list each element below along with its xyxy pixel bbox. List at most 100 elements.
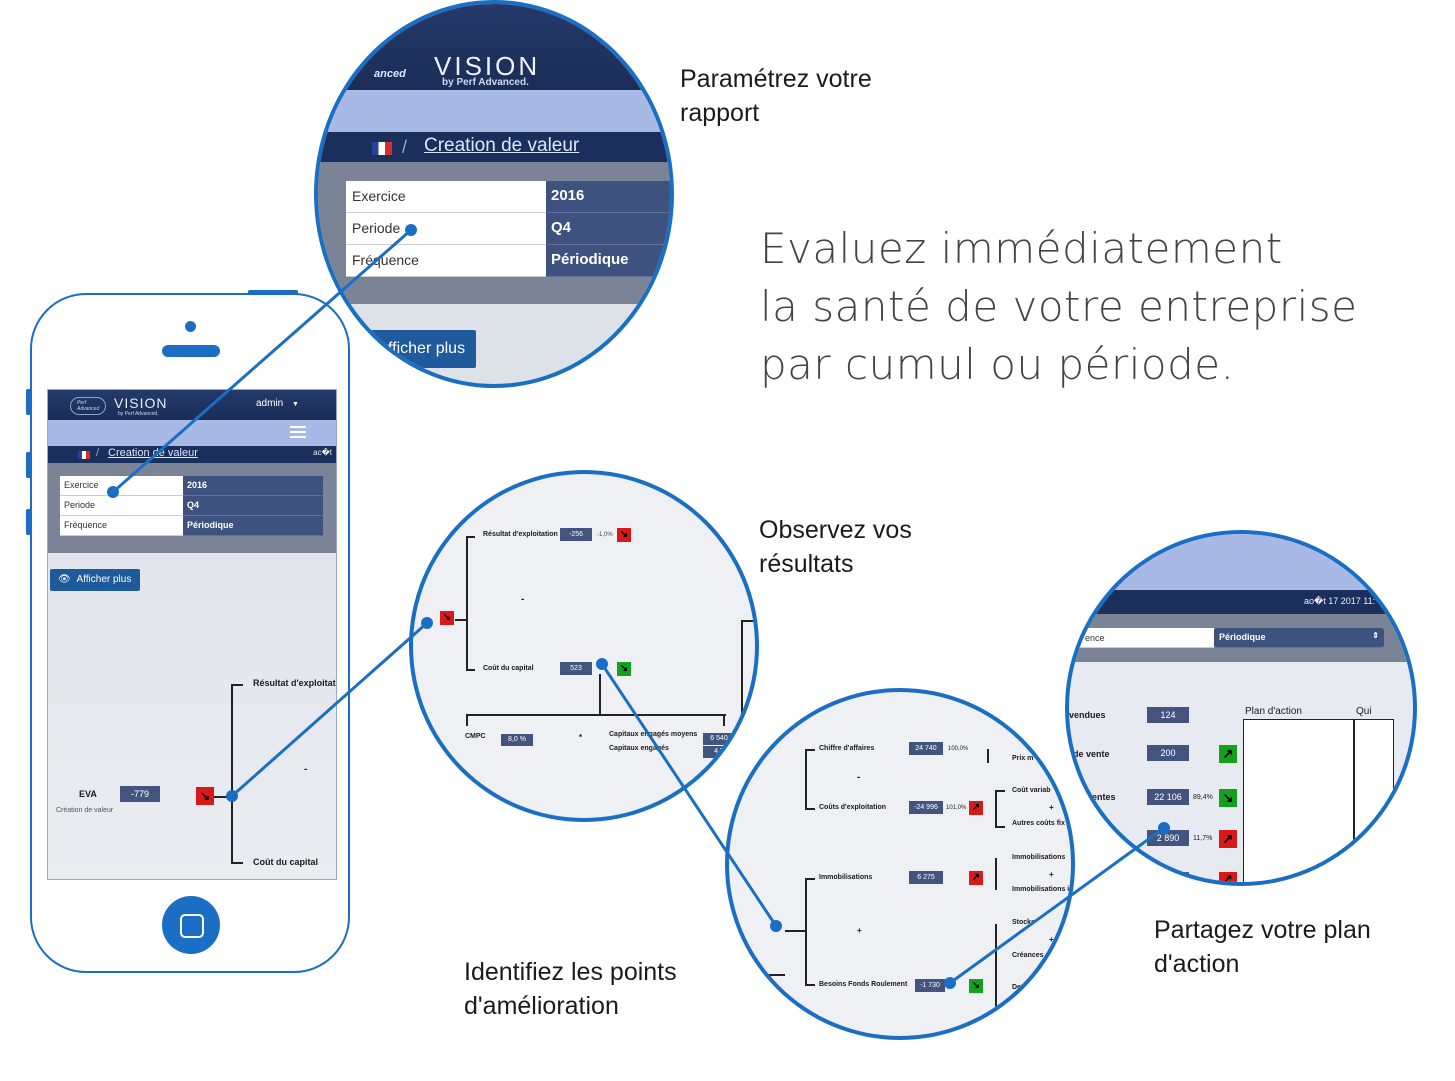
i-tree-ce-a bbox=[995, 790, 1005, 792]
app-menubar bbox=[48, 420, 336, 446]
r-tree-v2 bbox=[599, 674, 601, 714]
i-plus-3: + bbox=[857, 926, 862, 935]
zoom-param-value-frequence[interactable]: Périodique bbox=[546, 245, 670, 277]
zoom-param-label-periode: Periode bbox=[346, 213, 546, 245]
zoom-vision-logo: VISION bbox=[434, 51, 541, 81]
r-resultat-label: Résultat d'exploitation bbox=[483, 531, 558, 538]
s-row-5-value bbox=[1147, 872, 1189, 882]
s-qui-textarea[interactable] bbox=[1354, 719, 1394, 882]
s-plan-label: Plan d'action bbox=[1245, 706, 1302, 717]
param-value-periode[interactable]: Q4 bbox=[183, 496, 323, 516]
vision-tagline: by Perf Advanced. bbox=[118, 411, 159, 417]
i-ca-label: Chiffre d'affaires bbox=[819, 745, 875, 752]
s-row-5-arrow-icon[interactable]: ↗ bbox=[1219, 872, 1237, 882]
node-minus: - bbox=[304, 764, 308, 775]
i-immo-arrow-icon[interactable]: ↗ bbox=[969, 871, 983, 885]
zoom-breadcrumb-bar: / Creation de valeur bbox=[318, 132, 670, 162]
user-name: admin bbox=[256, 398, 284, 409]
i-stocks-label: Stocks bbox=[1012, 919, 1035, 926]
r-cout-arrow-icon[interactable]: ↘ bbox=[617, 662, 631, 676]
zoom-param-value-periode[interactable]: Q4 bbox=[546, 213, 670, 245]
param-value-frequence[interactable]: Périodique bbox=[183, 516, 323, 536]
s-row-1-label: vendues bbox=[1069, 710, 1106, 720]
r-tree-v3 bbox=[466, 714, 468, 726]
r-resultat-pct: -1,0% bbox=[597, 532, 613, 538]
zoom-breadcrumb-link[interactable]: Creation de valeur bbox=[424, 135, 580, 156]
hamburger-menu-icon[interactable] bbox=[290, 426, 306, 438]
r-cmpc-value: 8,0 % bbox=[501, 734, 533, 746]
tree-connector-h bbox=[214, 796, 232, 798]
r-tree-top bbox=[466, 536, 475, 538]
headline-line-3: par cumul ou période. bbox=[760, 340, 1235, 389]
i-tree-left-h bbox=[769, 974, 785, 976]
r-resultat-arrow-icon[interactable]: ↘ bbox=[617, 528, 631, 542]
i-immo-r2: Immobilisations i bbox=[1012, 886, 1070, 893]
s-row-2-label: de vente bbox=[1073, 749, 1110, 759]
i-ca-value: 24 740 bbox=[909, 742, 943, 755]
phone-volume-down bbox=[26, 509, 31, 535]
show-more-label: Afficher plus bbox=[76, 574, 132, 585]
param-label-frequence: Fréquence bbox=[60, 516, 183, 536]
s-row-4-pct: 11,7% bbox=[1193, 835, 1213, 842]
r-resultat-value: -256 bbox=[560, 528, 592, 541]
zoom-breadcrumb-separator: / bbox=[402, 137, 408, 157]
caret-down-icon: ▼ bbox=[292, 401, 299, 408]
s-row-3-arrow-icon[interactable]: ↘ bbox=[1219, 789, 1237, 807]
i-immo-label: Immobilisations bbox=[819, 874, 873, 881]
s-menubar bbox=[1069, 534, 1413, 590]
zoom-param-value-exercice[interactable]: 2016 bbox=[546, 181, 670, 213]
phone-volume-up bbox=[26, 452, 31, 478]
logo-advanced: Advanced bbox=[77, 406, 100, 412]
r-tree-bottom bbox=[466, 669, 475, 671]
phone-mute-switch bbox=[26, 389, 31, 415]
s-row-4-arrow-icon[interactable]: ↗ bbox=[1219, 830, 1237, 848]
tree-connector-top bbox=[231, 684, 243, 686]
i-ce-label: Coûts d'exploitation bbox=[819, 804, 886, 811]
r-minus: - bbox=[521, 594, 525, 605]
r-tree-v bbox=[466, 536, 468, 670]
r-tree-stem bbox=[455, 619, 467, 621]
i-tree-mid-v bbox=[805, 878, 807, 986]
r-times: * bbox=[579, 733, 583, 742]
i-bfr-value: -1 730 bbox=[915, 979, 945, 992]
trend-down-arrow-icon[interactable]: ↘ bbox=[196, 787, 214, 805]
phone-camera bbox=[185, 321, 196, 332]
i-tree-v-top bbox=[805, 749, 807, 809]
tree-connector-bottom bbox=[231, 862, 243, 864]
s-row-2-arrow-icon[interactable]: ↗ bbox=[1219, 745, 1237, 763]
i-bfr-arrow-icon[interactable]: ↘ bbox=[969, 979, 983, 993]
r-capitaux-moyens-label: Capitaux engagés moyens bbox=[609, 731, 698, 738]
eye-icon: 👁 bbox=[58, 574, 71, 585]
phone-home-button[interactable] bbox=[162, 896, 220, 954]
node-resultat-exploitation: Résultat d'exploitat bbox=[253, 678, 336, 688]
i-tree-mid-a bbox=[805, 878, 815, 880]
r-tree-h2 bbox=[466, 714, 726, 716]
headline: Evaluez immédiatement la santé de votre … bbox=[760, 220, 1440, 394]
headline-line-1: Evaluez immédiatement bbox=[760, 224, 1283, 273]
user-menu[interactable]: admin ▼ bbox=[256, 398, 299, 409]
headline-line-2: la santé de votre entreprise bbox=[760, 282, 1358, 331]
zoom-show-more-button[interactable]: fficher plus bbox=[358, 330, 476, 368]
param-label-periode: Periode bbox=[60, 496, 183, 516]
s-freq-select[interactable]: Périodique ⇕ bbox=[1214, 628, 1384, 648]
r-cmpc-label: CMPC bbox=[465, 733, 486, 740]
i-tree-ce-v bbox=[995, 790, 997, 828]
i-ce-arrow-icon[interactable]: ↗ bbox=[969, 801, 983, 815]
show-more-button[interactable]: 👁 Afficher plus bbox=[50, 569, 140, 591]
i-tree-bfr-v bbox=[995, 924, 997, 1014]
zoom-circle-action-plan: ao�t 17 2017 11: ence Périodique ⇕ vendu… bbox=[1065, 530, 1417, 886]
caption-observez: Observez vos résultats bbox=[759, 516, 912, 578]
breadcrumb-link[interactable]: Creation de valeur bbox=[108, 447, 198, 459]
s-row-3-pct: 89,4% bbox=[1193, 794, 1213, 801]
i-ce-pct: 101,0% bbox=[946, 805, 967, 811]
r-tree-v4 bbox=[723, 714, 725, 726]
zoom-circle-parameters: anced VISION by Perf Advanced. / Creatio… bbox=[314, 0, 674, 388]
s-plan-textarea[interactable] bbox=[1243, 719, 1354, 882]
phone-speaker bbox=[162, 345, 220, 357]
breadcrumb-bar: / Creation de valeur ac�t bbox=[48, 446, 336, 463]
param-value-exercice[interactable]: 2016 bbox=[183, 476, 323, 496]
r-capitaux-value: 4 5 bbox=[703, 746, 735, 758]
eva-sublabel: Création de valeur bbox=[56, 807, 114, 814]
r-arrow-down-icon[interactable]: ↘ bbox=[440, 611, 454, 625]
